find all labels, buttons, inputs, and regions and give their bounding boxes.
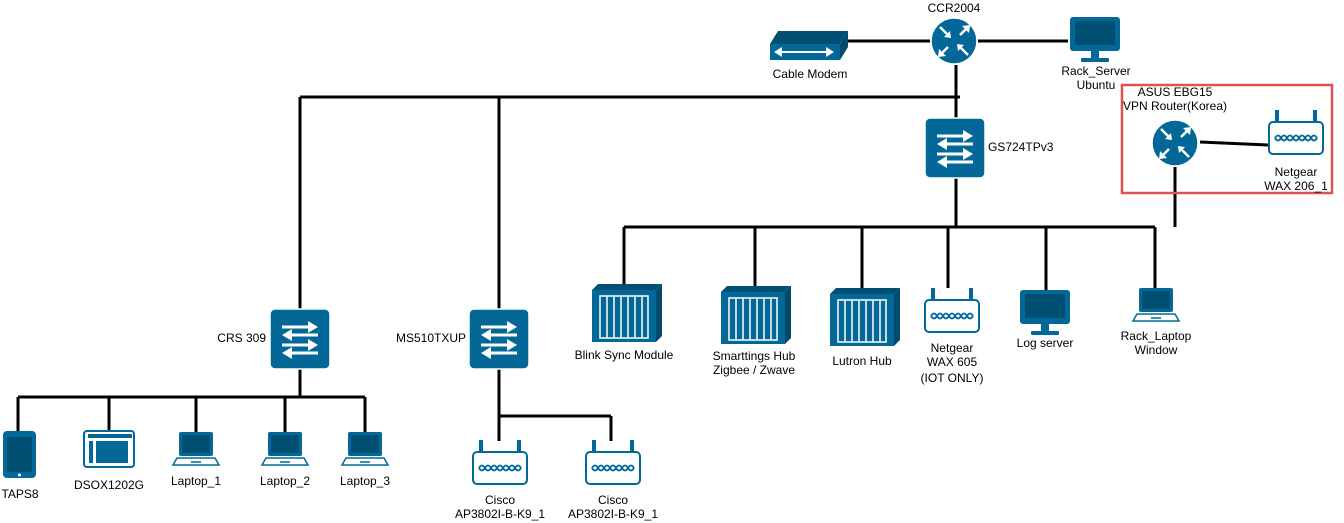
asus-label-1: ASUS EBG15 — [1138, 85, 1213, 99]
ap1-label-2: AP3802I-B-K9_1 — [455, 507, 545, 521]
netgear605-label-3: (IOT ONLY) — [921, 371, 984, 385]
access-point-icon — [472, 439, 528, 485]
smartthings-hub[interactable]: Smarttings Hub Zigbee / Zwave — [713, 285, 796, 377]
ms510-label: MS510TXUP — [396, 331, 466, 345]
rack-server-label-1: Rack_Server — [1061, 64, 1130, 78]
cisco-ap-2[interactable]: Cisco AP3802I-B-K9_1 — [568, 439, 658, 521]
netgear206-label-1: Netgear — [1275, 165, 1318, 179]
ap1-label-1: Cisco — [485, 493, 515, 507]
laptop-1[interactable]: Laptop_1 — [171, 431, 221, 488]
smartthings-label-1: Smarttings Hub — [713, 349, 796, 363]
workstation-icon — [1070, 17, 1120, 62]
netgear-wax206[interactable]: Netgear WAX 206_1 — [1264, 109, 1328, 193]
oscilloscope-icon — [83, 430, 135, 468]
laptop-icon — [1132, 287, 1180, 322]
netgear206-label-2: WAX 206_1 — [1264, 179, 1328, 193]
switch-icon — [268, 307, 332, 371]
asus-vpn-router[interactable]: ASUS EBG15 VPN Router(Korea) — [1123, 85, 1227, 168]
taps8-label: TAPS8 — [1, 487, 38, 501]
ap2-label-2: AP3802I-B-K9_1 — [568, 507, 658, 521]
asus-label-2: VPN Router(Korea) — [1123, 99, 1227, 113]
gs724-switch[interactable]: GS724TPv3 — [923, 116, 1054, 180]
modem-icon — [770, 31, 848, 60]
hub-icon — [720, 285, 792, 345]
log-server[interactable]: Log server — [1017, 290, 1074, 350]
laptop-icon — [341, 431, 389, 466]
blink-label: Blink Sync Module — [575, 348, 674, 362]
netgear605-label-2: WAX 605 — [927, 355, 978, 369]
gs724-label: GS724TPv3 — [988, 140, 1054, 154]
netgear-wax605[interactable]: Netgear WAX 605 (IOT ONLY) — [921, 287, 984, 385]
smartthings-label-2: Zigbee / Zwave — [713, 363, 795, 377]
racklaptop-label-2: Window — [1135, 343, 1178, 357]
blink-sync-module[interactable]: Blink Sync Module — [575, 283, 674, 362]
lutron-hub[interactable]: Lutron Hub — [829, 287, 901, 368]
cable-modem[interactable]: Cable Modem — [770, 31, 848, 81]
laptop-3[interactable]: Laptop_3 — [340, 431, 390, 488]
rack-laptop[interactable]: Rack_Laptop Window — [1121, 287, 1192, 357]
access-point-icon — [1268, 109, 1324, 155]
laptop-icon — [261, 431, 309, 466]
access-point-icon — [585, 439, 641, 485]
crs309-label: CRS 309 — [217, 331, 266, 345]
switch-icon — [923, 116, 987, 180]
logserver-label: Log server — [1017, 336, 1074, 350]
rack-server-label-2: Ubuntu — [1077, 78, 1116, 92]
laptop1-label: Laptop_1 — [171, 474, 221, 488]
lutron-label: Lutron Hub — [832, 354, 892, 368]
connection-lines — [16, 39, 1269, 441]
ap2-label-1: Cisco — [598, 493, 628, 507]
ccr2004-label: CCR2004 — [928, 1, 981, 15]
ccr2004-router[interactable]: CCR2004 — [928, 1, 981, 66]
netgear605-label-1: Netgear — [931, 341, 974, 355]
ms510-switch[interactable]: MS510TXUP — [396, 307, 531, 371]
router-icon — [1150, 118, 1200, 168]
highlight-box — [1120, 83, 1334, 195]
racklaptop-label-1: Rack_Laptop — [1121, 329, 1192, 343]
router-icon — [929, 16, 979, 66]
dsox-label: DSOX1202G — [74, 478, 144, 492]
laptop-2[interactable]: Laptop_2 — [260, 431, 310, 488]
workstation-icon — [1020, 290, 1070, 335]
tablet-icon — [3, 431, 36, 478]
hub-icon — [829, 287, 901, 347]
dsox-oscilloscope[interactable]: DSOX1202G — [74, 430, 144, 492]
access-point-icon — [924, 287, 980, 333]
hub-icon — [591, 283, 663, 343]
laptop-icon — [172, 431, 220, 466]
taps8-tablet[interactable]: TAPS8 — [1, 431, 39, 501]
cable-modem-label: Cable Modem — [773, 67, 848, 81]
laptop3-label: Laptop_3 — [340, 474, 390, 488]
crs309-switch[interactable]: CRS 309 — [217, 307, 332, 371]
switch-icon — [467, 307, 531, 371]
cisco-ap-1[interactable]: Cisco AP3802I-B-K9_1 — [455, 439, 545, 521]
laptop2-label: Laptop_2 — [260, 474, 310, 488]
rack-server[interactable]: Rack_Server Ubuntu — [1061, 17, 1131, 92]
